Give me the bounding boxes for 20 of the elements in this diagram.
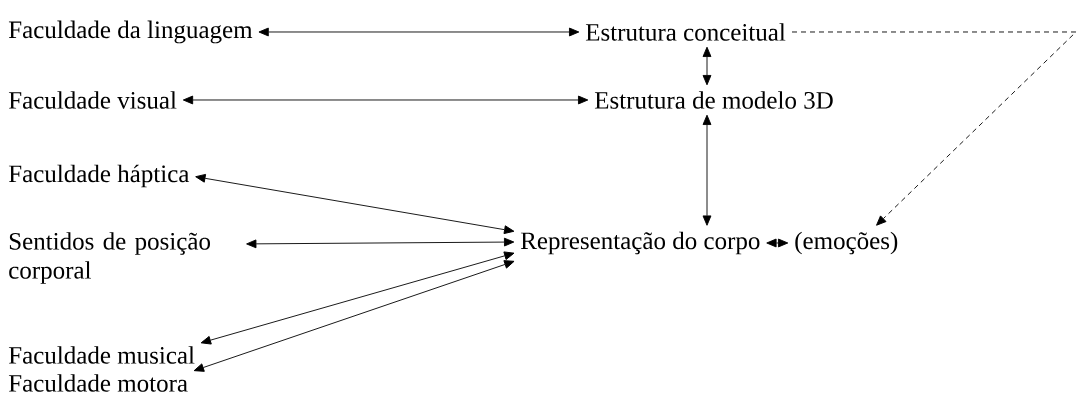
text-label: Faculdade motora xyxy=(8,374,188,392)
arrow xyxy=(702,114,712,226)
arrow xyxy=(766,238,789,248)
text-label: Sentidos de posição corporal xyxy=(9,232,210,284)
arrow xyxy=(195,173,515,235)
text-label: Faculdade musical xyxy=(8,346,195,364)
arrow xyxy=(193,260,515,372)
text-label: Faculdade da linguagem xyxy=(8,20,253,44)
text-label: Estrutura de modelo 3D xyxy=(594,91,833,109)
arrow xyxy=(702,46,712,86)
text-label: Representação do corpo xyxy=(520,231,760,255)
arrow xyxy=(258,27,580,37)
text-label: (emoções) xyxy=(795,231,898,255)
text-label: Faculdade háptica xyxy=(8,164,190,188)
text-label: Estrutura conceitual xyxy=(585,23,786,41)
text-label: Faculdade visual xyxy=(8,91,177,109)
arrow xyxy=(182,95,589,105)
dashed-arrow xyxy=(791,31,1077,226)
arrow xyxy=(246,237,515,249)
arrow xyxy=(200,251,515,345)
